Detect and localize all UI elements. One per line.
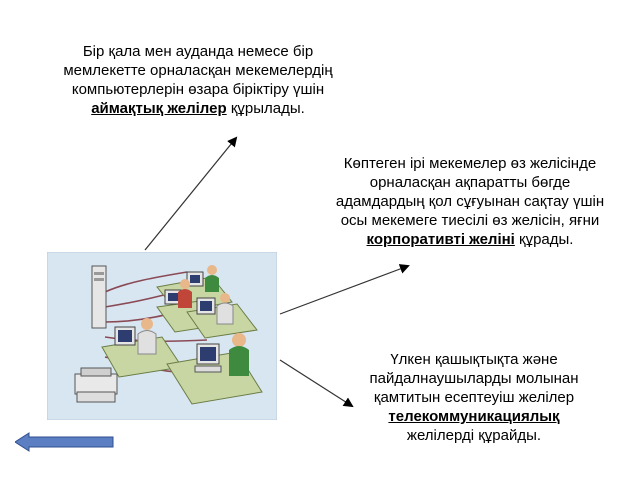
corporate-network-text-before: Көптеген ірі мекемелер өз желісінде орна…	[335, 155, 605, 229]
regional-network-text: Бір қала мен ауданда немесе бір мемлекет…	[48, 42, 348, 118]
regional-network-text-after: құрылады.	[230, 100, 305, 117]
telecom-network-text-before: Үлкен қашықтықта және пайдалнаушыларды м…	[369, 351, 579, 406]
corporate-network-text-after: құрады.	[519, 231, 574, 248]
telecom-network-term[interactable]: телекоммуникациялық	[388, 408, 560, 425]
back-button[interactable]	[14, 432, 115, 452]
left-arrow-icon	[14, 432, 114, 452]
workstation-3	[186, 293, 258, 339]
telecom-network-text-after: желілерді құрайды.	[406, 427, 542, 444]
printer-icon	[74, 367, 118, 403]
arrow-to-corporate	[279, 264, 410, 315]
arrow-to-telecom	[279, 359, 354, 408]
workstation-5	[166, 333, 263, 405]
arrow-to-regional	[144, 136, 238, 251]
corporate-network-text: Көптеген ірі мекемелер өз желісінде орна…	[335, 154, 605, 249]
telecom-network-text: Үлкен қашықтықта және пайдалнаушыларды м…	[362, 350, 586, 445]
computer-network-illustration	[47, 252, 277, 420]
server-icon	[91, 265, 107, 329]
regional-network-term[interactable]: аймақтық желілер	[91, 100, 227, 117]
regional-network-text-before: Бір қала мен ауданда немесе бір мемлекет…	[63, 43, 333, 98]
workstation-4	[101, 318, 183, 378]
corporate-network-term[interactable]: корпоративті желіні	[366, 231, 515, 248]
